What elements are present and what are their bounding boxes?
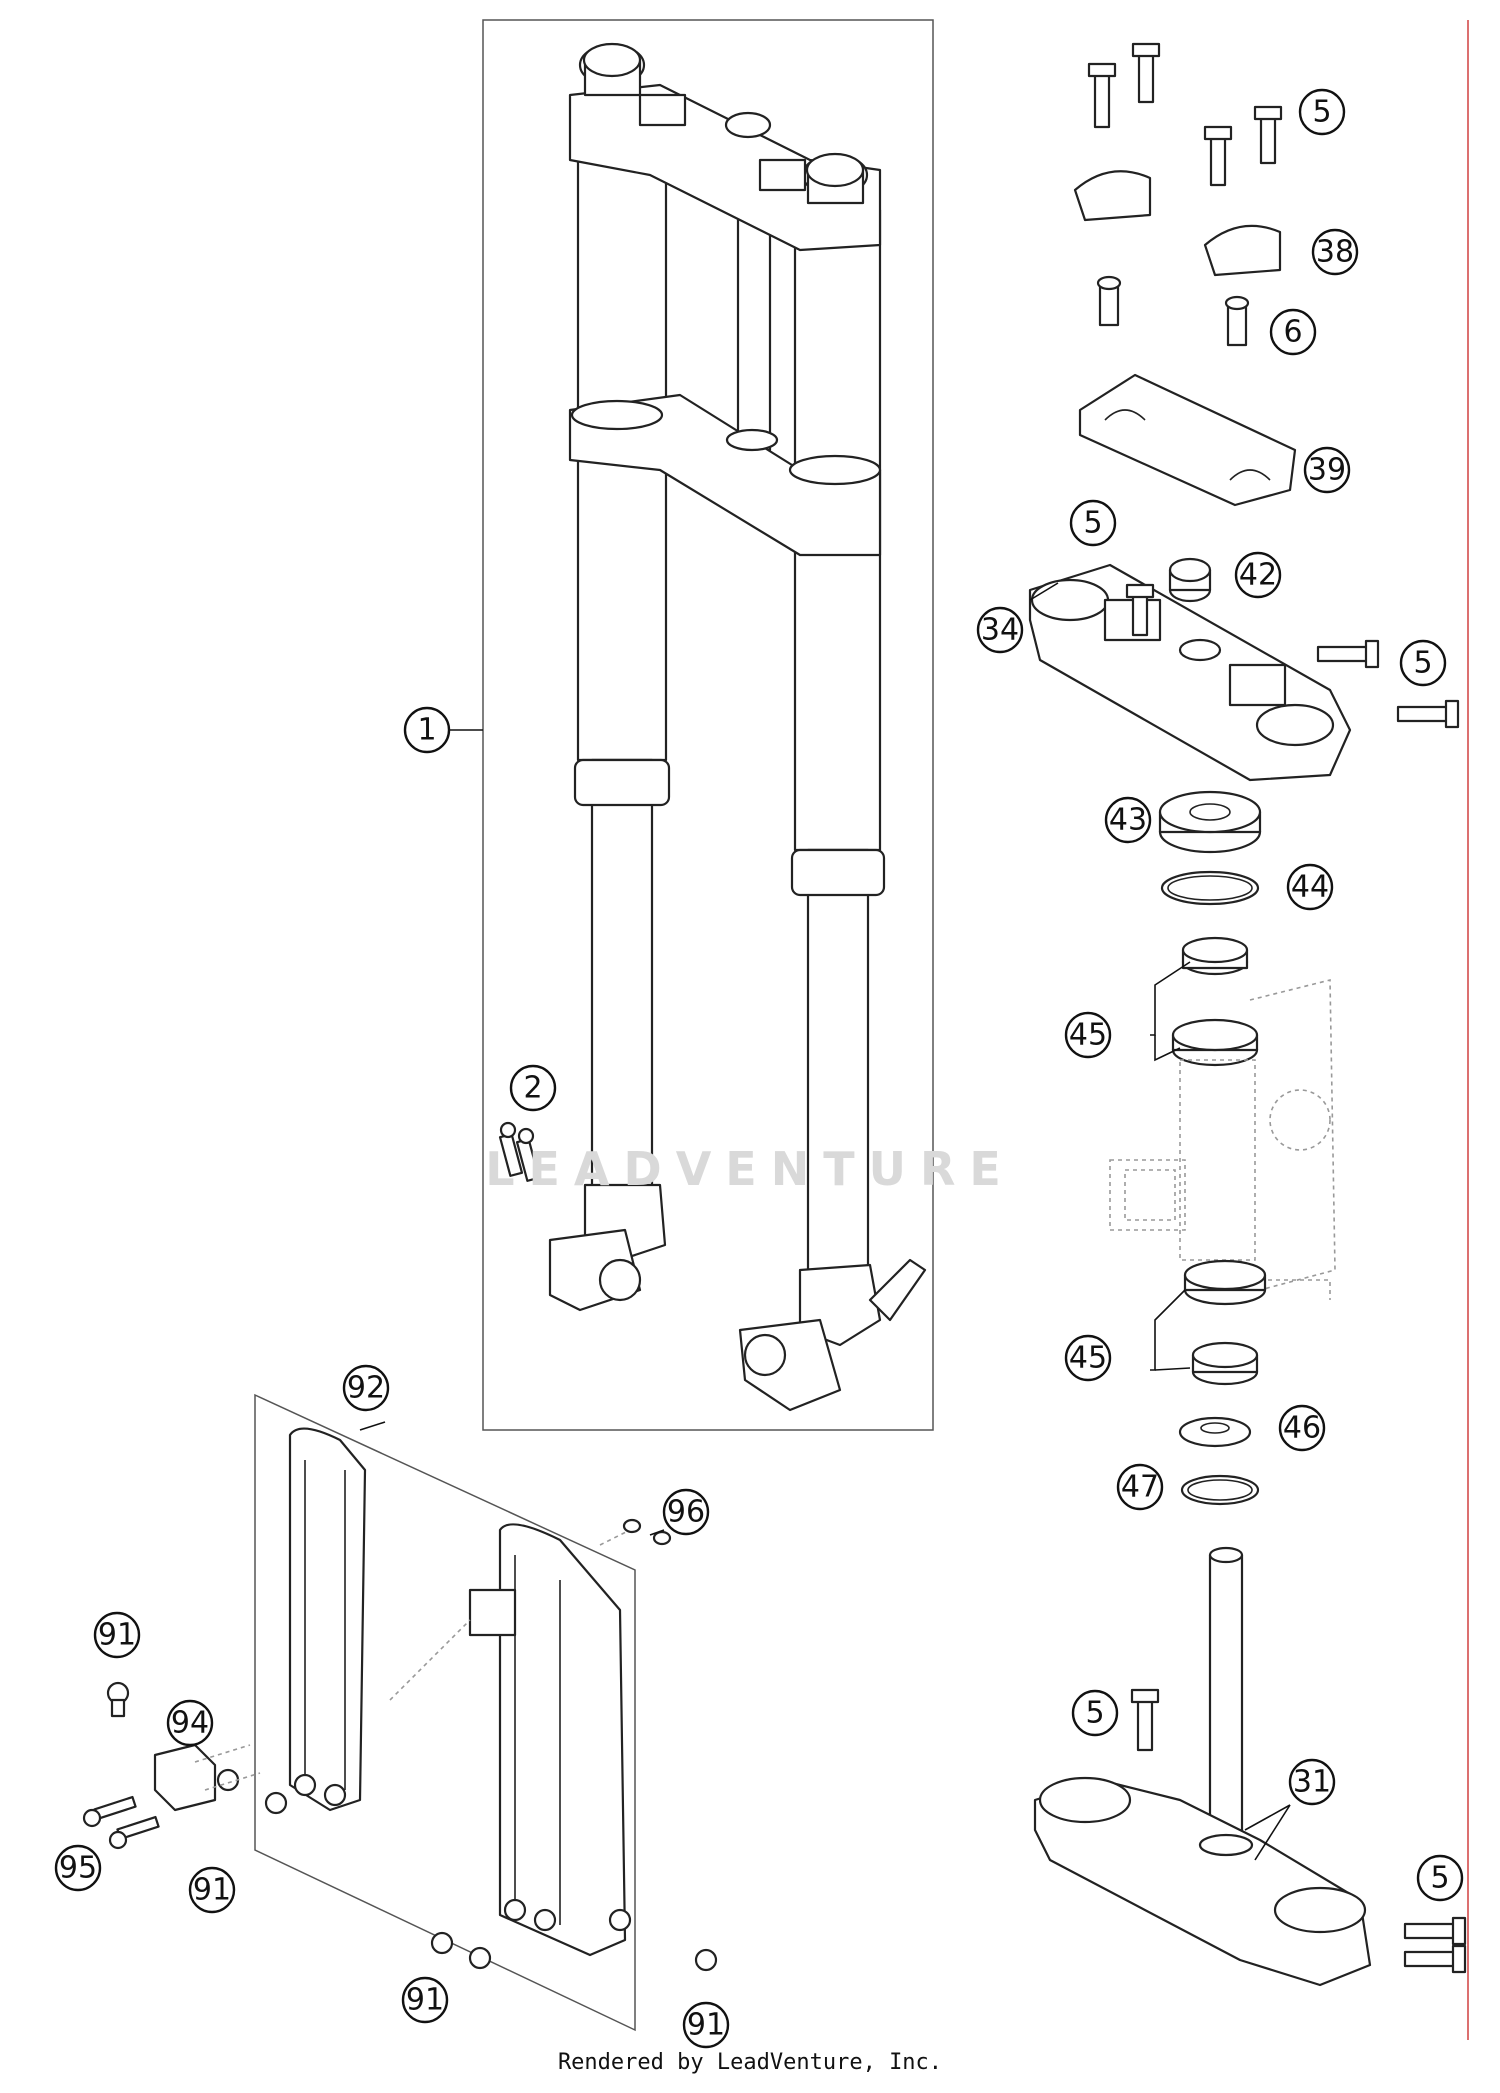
svg-text:46: 46 — [1283, 1411, 1321, 1446]
svg-text:39: 39 — [1308, 453, 1346, 488]
callout-5-c: 5 — [1399, 639, 1447, 687]
bolts-part-2 — [498, 1121, 541, 1182]
bolts-part-91 — [106, 1681, 718, 1972]
svg-text:6: 6 — [1283, 315, 1302, 350]
callout-5-d: 5 — [1071, 1689, 1119, 1737]
callout-6: 6 — [1269, 308, 1317, 356]
svg-text:95: 95 — [59, 1851, 97, 1886]
svg-text:31: 31 — [1293, 1765, 1331, 1800]
watermark: LEADVENTURE — [485, 1142, 1015, 1196]
screws-part-6 — [1096, 275, 1250, 347]
callout-91-b: 91 — [188, 1866, 236, 1914]
svg-text:91: 91 — [193, 1873, 231, 1908]
clamp-part-94 — [153, 1743, 261, 1812]
svg-text:45: 45 — [1069, 1341, 1107, 1376]
svg-text:5: 5 — [1085, 1696, 1104, 1731]
svg-text:38: 38 — [1316, 235, 1354, 270]
seal-part-46 — [1178, 1416, 1252, 1448]
callout-2: 2 — [509, 1064, 557, 1112]
svg-text:42: 42 — [1239, 558, 1277, 593]
handlebar-support-part-39 — [1078, 373, 1297, 507]
svg-text:5: 5 — [1413, 646, 1432, 681]
callout-96: 96 — [662, 1488, 710, 1536]
bolt-part-5-d — [1130, 1688, 1160, 1752]
callout-92: 92 — [342, 1364, 390, 1412]
callout-95: 95 — [54, 1844, 102, 1892]
bolt-part-5-b — [1125, 583, 1155, 637]
callout-91-c: 91 — [401, 1976, 449, 2024]
bearings-part-45-lower — [1183, 1259, 1267, 1386]
svg-text:1: 1 — [417, 713, 436, 748]
svg-text:34: 34 — [981, 613, 1019, 648]
fork-assembly-frame — [482, 19, 934, 1431]
lower-triple-clamp-part-31 — [1033, 1546, 1372, 1987]
svg-text:94: 94 — [171, 1706, 209, 1741]
svg-text:91: 91 — [406, 1983, 444, 2018]
callout-94: 94 — [166, 1699, 214, 1747]
nuts-part-96 — [622, 1518, 672, 1546]
svg-text:45: 45 — [1069, 1018, 1107, 1053]
callout-45-a: 45 — [1064, 1011, 1112, 1059]
svg-text:5: 5 — [1312, 95, 1331, 130]
callout-38: 38 — [1311, 228, 1359, 276]
leader-lines — [359, 582, 1291, 1861]
svg-text:5: 5 — [1430, 1861, 1449, 1896]
svg-text:44: 44 — [1291, 870, 1329, 905]
svg-text:96: 96 — [667, 1495, 705, 1530]
o-ring-part-44 — [1160, 870, 1260, 906]
svg-text:5: 5 — [1083, 506, 1102, 541]
bolts-part-95 — [82, 1795, 160, 1850]
callout-5-b: 5 — [1069, 499, 1117, 547]
svg-text:47: 47 — [1121, 1470, 1159, 1505]
svg-text:92: 92 — [347, 1371, 385, 1406]
callout-34: 34 — [976, 606, 1024, 654]
callout-91-a: 91 — [93, 1611, 141, 1659]
callout-46: 46 — [1278, 1404, 1326, 1452]
callout-5-e: 5 — [1416, 1854, 1464, 1902]
fork-assembly — [548, 42, 927, 1412]
callout-42: 42 — [1234, 551, 1282, 599]
callout-43: 43 — [1104, 796, 1152, 844]
callout-47: 47 — [1116, 1463, 1164, 1511]
bolts-part-5-e — [1403, 1916, 1467, 1974]
bolts-part-5-c — [1316, 639, 1460, 729]
callout-1: 1 — [403, 706, 451, 754]
nut-part-42 — [1168, 557, 1212, 603]
callout-45-b: 45 — [1064, 1334, 1112, 1382]
frame-steering-head — [1109, 978, 1336, 1300]
dust-cover-part-43 — [1158, 790, 1262, 854]
svg-text:91: 91 — [687, 2008, 725, 2043]
bearings-part-45-upper — [1171, 936, 1259, 1067]
fork-guard-kit-part-92 — [254, 1393, 641, 2032]
svg-text:2: 2 — [523, 1071, 542, 1106]
handlebar-clamp-part-38 — [1073, 170, 1282, 277]
callout-91-d: 91 — [682, 2001, 730, 2049]
rendered-by-credit: Rendered by LeadVenture, Inc. — [557, 2050, 943, 2075]
callout-5-a: 5 — [1298, 88, 1346, 136]
callout-44: 44 — [1286, 863, 1334, 911]
svg-text:43: 43 — [1109, 803, 1147, 838]
svg-text:91: 91 — [98, 1618, 136, 1653]
o-ring-part-47 — [1180, 1474, 1260, 1506]
bolts-part-5-top — [1087, 42, 1283, 187]
callout-31: 31 — [1288, 1758, 1336, 1806]
callout-39: 39 — [1303, 446, 1351, 494]
